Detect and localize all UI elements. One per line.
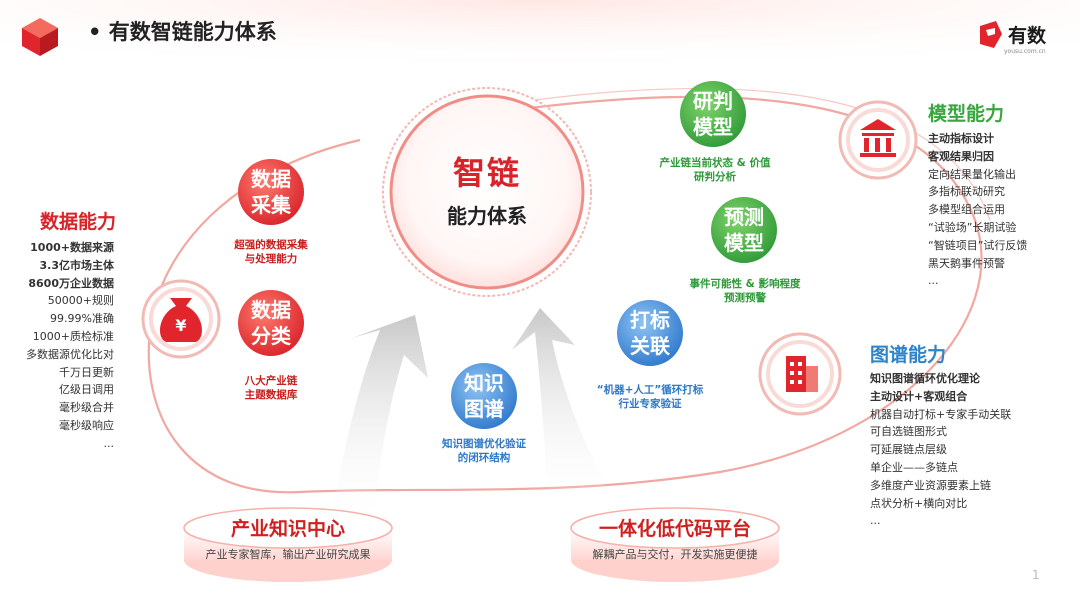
lowcode-platform-title: 一体化低代码平台 (598, 518, 751, 540)
list-item: 3.3亿市场主体 (39, 258, 115, 272)
brand-logo-icon (980, 21, 1002, 48)
list-item: 99.99%准确 (50, 312, 114, 326)
list-item: 多维度产业资源要素上链 (870, 478, 991, 492)
knowledge-graph-caption: 知识图谱优化验证 的闭环结构 (442, 438, 526, 464)
bubble-data-classify-label: 数据 分类 (251, 298, 291, 348)
list-item: 知识图谱循环优化理论 (870, 372, 980, 385)
list-item: 毫秒级响应 (59, 418, 114, 432)
list-item: 毫秒级合并 (59, 401, 114, 415)
bubble-knowledge-graph[interactable]: 知识 图谱 (451, 363, 517, 429)
list-item: 千万日更新 (59, 365, 114, 379)
data-capability-title: 数据能力 (40, 211, 117, 233)
list-item: “试验场”长期试验 (928, 220, 1017, 234)
bubble-forecast-model[interactable]: 预测 模型 (711, 197, 777, 263)
knowledge-center-title: 产业知识中心 (230, 518, 345, 540)
list-item: “智链项目”试行反馈 (928, 238, 1028, 252)
list-item: ... (870, 514, 881, 528)
list-item: 8600万企业数据 (28, 276, 114, 290)
center-subtitle: 能力体系 (447, 204, 527, 228)
page-title: • 有数智链能力体系 (88, 20, 277, 44)
graph-capability-title: 图谱能力 (870, 344, 947, 366)
bubble-knowledge-graph-label: 知识 图谱 (464, 371, 504, 421)
model-capability-list: 主动指标设计 客观结果归因 定向结果量化输出 多指标联动研究 多模型组合运用 “… (928, 130, 1027, 290)
list-item: 客观结果归因 (928, 149, 994, 163)
bank-building-icon (860, 119, 896, 157)
graph-capability-list: 知识图谱循环优化理论 主动设计+客观组合 机器自动打标+专家手动关联 可自选链图… (870, 370, 1011, 530)
bubble-tag-link-label: 打标 关联 (630, 308, 670, 358)
data-capability-list: 1000+数据来源 3.3亿市场主体 8600万企业数据 50000+规则 99… (8, 239, 114, 453)
list-item: 黑天鹅事件预警 (928, 256, 1005, 270)
lowcode-platform-desc: 解耦产品与交付，开发实施更便捷 (592, 548, 758, 561)
bubble-research-model-label: 研判 模型 (693, 89, 733, 139)
list-item: 单企业——多链点 (870, 460, 958, 474)
list-item: 1000+质检标准 (32, 329, 114, 343)
logo-cube-icon (22, 18, 58, 56)
list-item: 机器自动打标+专家手动关联 (870, 407, 1012, 421)
money-bag-icon: ¥ (160, 298, 202, 342)
bubble-tag-link[interactable]: 打标 关联 (617, 300, 683, 366)
office-building-icon (786, 356, 818, 392)
list-item: 可延展链点层级 (870, 443, 947, 457)
bubble-data-classify[interactable]: 数据 分类 (238, 290, 304, 356)
page-number: 1 (1032, 568, 1040, 582)
svg-text:¥: ¥ (175, 316, 186, 335)
list-item: 主动设计+客观组合 (870, 389, 968, 403)
data-classify-caption: 八大产业链 主题数据库 (244, 375, 298, 401)
brand-name: 有数 (1008, 25, 1047, 47)
list-item: 1000+数据来源 (30, 241, 114, 254)
lowcode-platform (570, 507, 780, 582)
list-item: 多指标联动研究 (928, 185, 1005, 199)
bubble-forecast-model-label: 预测 模型 (724, 205, 764, 255)
list-item: 亿级日调用 (59, 383, 114, 397)
bubble-data-collect-label: 数据 采集 (251, 167, 291, 217)
research-model-caption: 产业链当前状态 & 价值 研判分析 (659, 157, 771, 183)
brand-url: yousu.com.cn (1004, 48, 1046, 55)
list-item: 多模型组合运用 (928, 203, 1005, 217)
list-item: ... (928, 274, 939, 288)
list-item: 点状分析+横向对比 (870, 496, 968, 510)
list-item: 可自选链图形式 (870, 425, 947, 439)
bubble-research-model[interactable]: 研判 模型 (680, 81, 746, 147)
center-title: 智链 (452, 154, 521, 192)
model-capability-title: 模型能力 (928, 103, 1005, 125)
knowledge-center-platform (183, 507, 393, 582)
list-item: 50000+规则 (47, 294, 114, 308)
list-item: 定向结果量化输出 (928, 167, 1016, 181)
data-collect-caption: 超强的数据采集 与处理能力 (234, 239, 308, 265)
list-item: ... (103, 436, 115, 450)
forecast-model-caption: 事件可能性 & 影响程度 预测预警 (689, 278, 801, 304)
list-item: 多数据源优化比对 (26, 347, 114, 361)
knowledge-center-desc: 产业专家智库，输出产业研究成果 (205, 548, 371, 561)
tag-link-caption: “机器+人工”循环打标 行业专家验证 (596, 384, 704, 410)
bubble-data-collect[interactable]: 数据 采集 (238, 159, 304, 225)
list-item: 主动指标设计 (928, 132, 994, 145)
